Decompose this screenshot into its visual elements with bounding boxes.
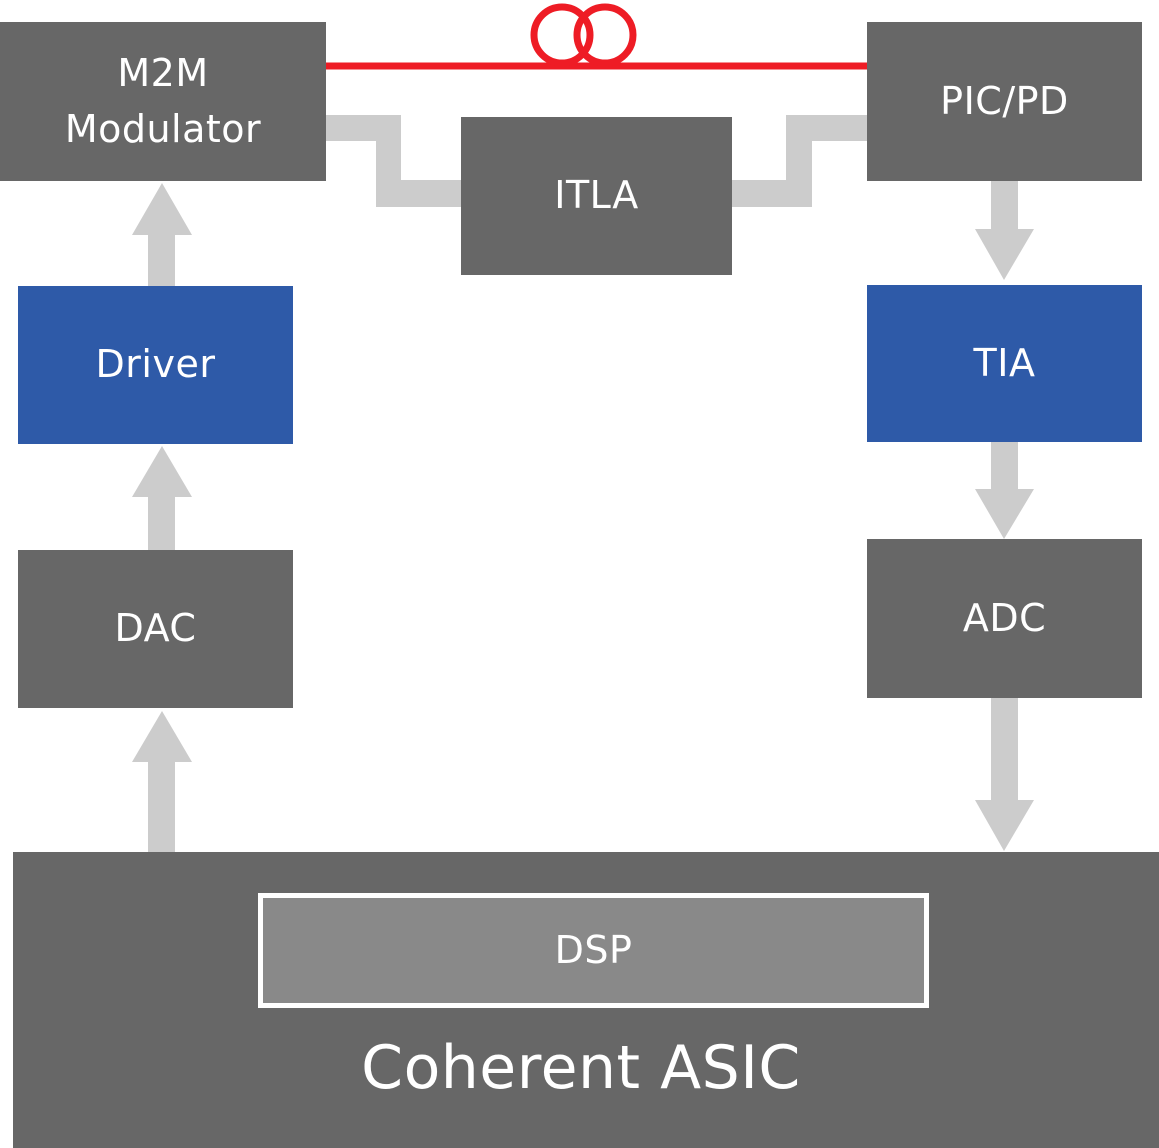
adc-block: ADC <box>867 539 1142 698</box>
modulator-block: M2M Modulator <box>0 22 326 181</box>
arrow-asic-to-dac <box>132 711 192 852</box>
itla-block: ITLA <box>461 117 732 275</box>
picpd-block: PIC/PD <box>867 22 1142 181</box>
tia-label: TIA <box>973 340 1036 385</box>
itla-to-picpd-path <box>732 115 867 207</box>
itla-label: ITLA <box>554 173 639 218</box>
dac-label: DAC <box>114 606 197 651</box>
driver-label: Driver <box>95 342 216 387</box>
fiber-loop-icon <box>326 3 867 70</box>
itla-to-modulator-path <box>326 115 461 207</box>
driver-block: Driver <box>18 286 293 444</box>
adc-label: ADC <box>962 595 1047 640</box>
modulator-label: M2M Modulator <box>64 51 262 151</box>
dac-block: DAC <box>18 550 293 708</box>
dsp-label: DSP <box>554 927 633 972</box>
arrow-driver-to-modulator <box>132 183 192 286</box>
dsp-block: DSP <box>258 893 929 1008</box>
arrow-dac-to-driver <box>132 446 192 550</box>
arrow-adc-to-asic <box>975 698 1034 851</box>
asic-label: Coherent ASIC <box>361 1033 801 1103</box>
arrow-tia-to-adc <box>975 442 1034 539</box>
picpd-label: PIC/PD <box>940 78 1069 123</box>
arrow-picpd-to-tia <box>975 181 1034 280</box>
tia-block: TIA <box>867 285 1142 442</box>
